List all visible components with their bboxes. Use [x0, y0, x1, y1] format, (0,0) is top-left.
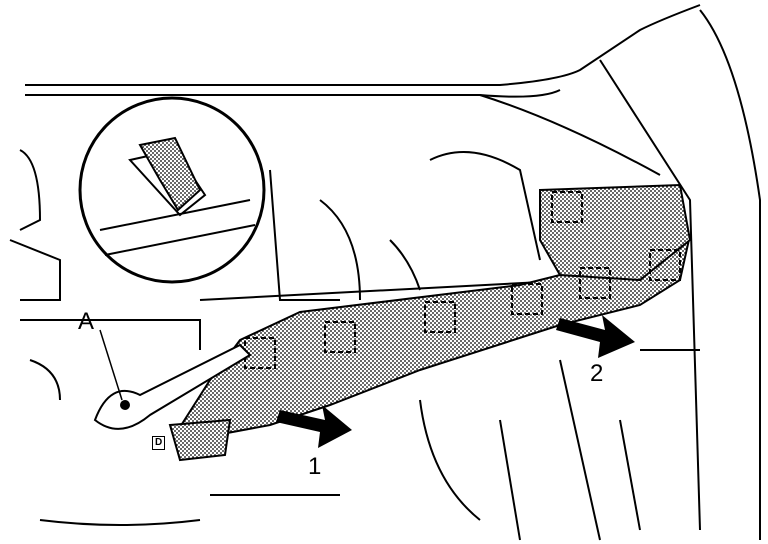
- clip-marker: [324, 321, 356, 353]
- pull-arrow-1: [276, 405, 352, 448]
- clip-markers: [244, 191, 681, 369]
- clip-marker: [649, 249, 681, 281]
- end-bracket: [168, 418, 232, 462]
- clip-marker: [424, 301, 456, 333]
- removal-tool: [93, 329, 252, 430]
- label-step-2: 2: [590, 360, 604, 387]
- pull-arrow-2: [556, 315, 635, 358]
- clip-tag-label: D: [152, 436, 166, 450]
- clip-marker: [551, 191, 583, 223]
- vent-grille: [539, 183, 692, 282]
- label-step-1: 1: [308, 453, 322, 480]
- clip-marker: [579, 267, 611, 299]
- detail-inset: [78, 96, 266, 284]
- label-part-a: A: [78, 308, 95, 335]
- clip-marker: [511, 283, 543, 315]
